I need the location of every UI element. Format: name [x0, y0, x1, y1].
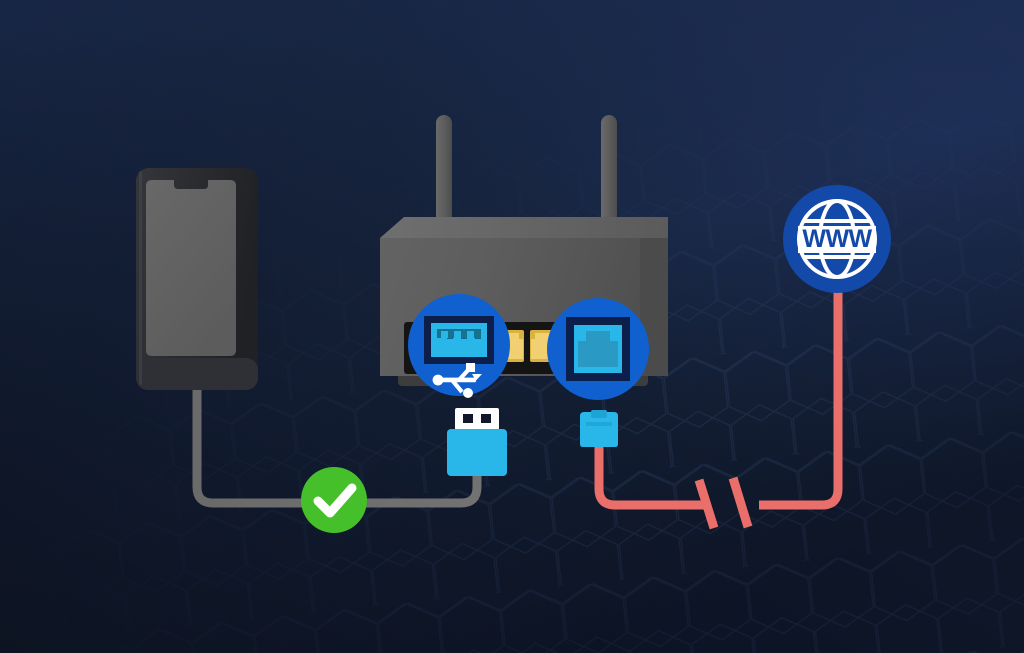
- internet-globe-node[interactable]: WWW: [783, 185, 891, 293]
- usb-port-badge[interactable]: [408, 294, 510, 398]
- wan-cable-right-segment: [759, 284, 843, 510]
- wan-cable-left-segment: [594, 446, 706, 510]
- router-antenna-left: [436, 115, 452, 225]
- phone-highlight: [139, 171, 142, 385]
- globe-www-label: WWW: [802, 225, 872, 253]
- router-top-face: [380, 217, 668, 238]
- router-antenna-right: [601, 115, 617, 225]
- wan-cable-cut-left: [694, 478, 719, 530]
- wan-cable-cut-right: [728, 476, 753, 529]
- ethernet-port-badge[interactable]: [547, 298, 649, 400]
- rj45-plug-icon[interactable]: [580, 410, 618, 447]
- phone-bottom-bezel: [136, 358, 258, 390]
- check-circle-icon: [301, 467, 367, 533]
- usb-plug-icon[interactable]: [447, 408, 507, 476]
- usb-trident-icon: [432, 363, 482, 398]
- phone-screen: [146, 180, 236, 356]
